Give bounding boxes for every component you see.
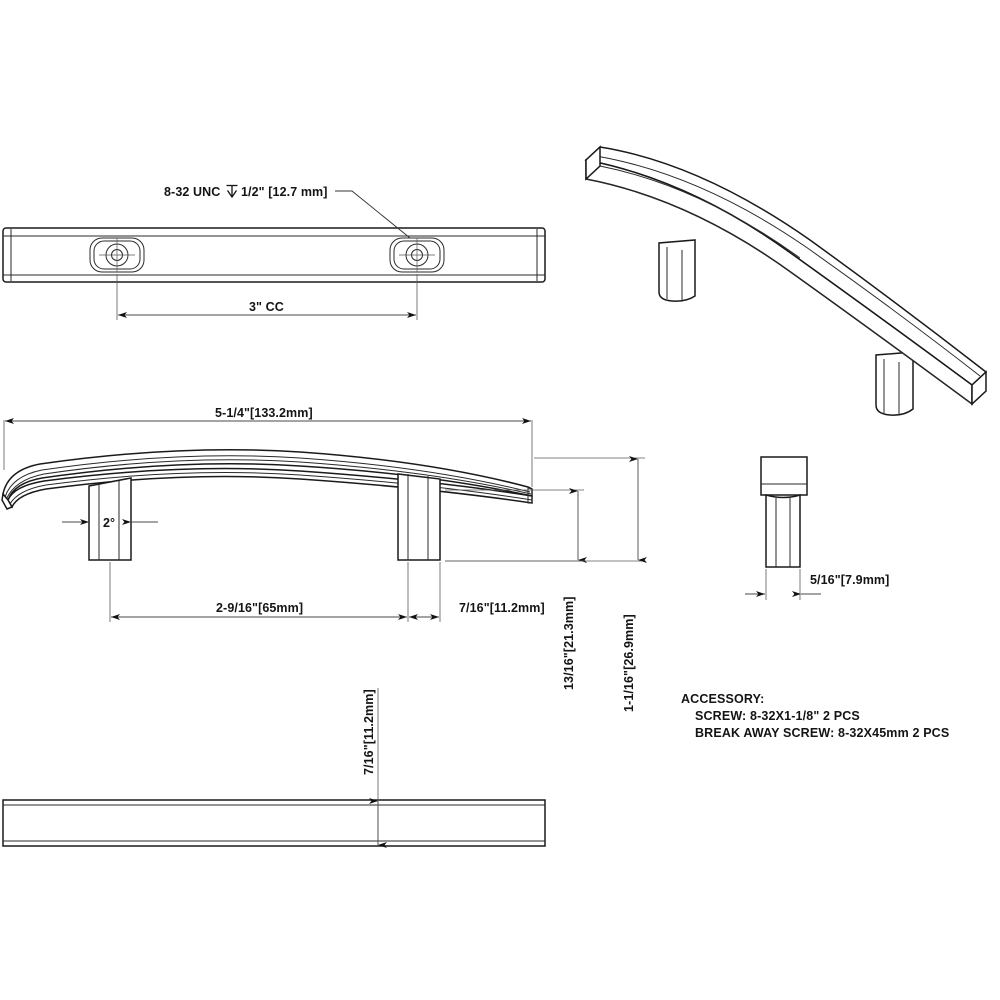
dim-overall-length: 5-1/4"[133.2mm] (3, 406, 533, 487)
top-view-mounting-hole-left (89, 237, 145, 273)
thread-callout: 8-32 UNC 1/2" [12.7 mm] (164, 184, 328, 199)
isometric-view (584, 145, 988, 416)
iso-bar-body (584, 145, 988, 406)
top-view-bar-outline (2, 227, 546, 283)
dim-label-post-cc: 2-9/16"[65mm] (216, 601, 303, 615)
front-view-post-right (397, 473, 441, 561)
accessory-heading: ACCESSORY: (681, 692, 764, 706)
dim-label-post-height: 13/16"[21.3mm] (562, 597, 576, 691)
accessory-notes: ACCESSORY: SCREW: 8-32X1-1/8" 2 PCS BREA… (681, 692, 949, 740)
dim-label-cc: 3" CC (249, 300, 284, 314)
front-view-arched-bar (1, 448, 533, 510)
accessory-line-2: BREAK AWAY SCREW: 8-32X45mm 2 PCS (695, 726, 949, 740)
bottom-view-bar (2, 799, 546, 847)
dim-label-overall-length: 5-1/4"[133.2mm] (215, 406, 313, 420)
dim-label-draft-angle: 2° (103, 516, 115, 530)
top-view: 8-32 UNC 1/2" [12.7 mm] 3" CC (2, 184, 546, 320)
thread-callout-suffix: 1/2" [12.7 mm] (241, 185, 328, 199)
dim-label-post-diameter: 5/16"[7.9mm] (810, 573, 889, 587)
bottom-view: 7/16"[11.2mm] (2, 688, 546, 848)
dim-draft-angle: 2° (62, 516, 158, 530)
side-detail-view: 5/16"[7.9mm] (745, 456, 889, 600)
thread-callout-leader (335, 190, 411, 239)
dim-label-post-width: 7/16"[11.2mm] (459, 601, 545, 615)
dim-center-to-center-top: 3" CC (116, 274, 418, 320)
dim-label-bar-depth: 7/16"[11.2mm] (362, 689, 376, 775)
dim-post-diameter: 5/16"[7.9mm] (745, 569, 889, 600)
dim-label-overall-height: 1-1/16"[26.9mm] (622, 614, 636, 712)
dim-bar-depth: 7/16"[11.2mm] (362, 688, 387, 848)
depth-symbol-icon (226, 184, 238, 199)
front-view: 5-1/4"[133.2mm] (1, 406, 647, 712)
accessory-line-1: SCREW: 8-32X1-1/8" 2 PCS (695, 709, 860, 723)
side-view-bar-block (760, 456, 808, 496)
iso-post-left (658, 239, 696, 302)
iso-post-right (875, 351, 914, 416)
dim-post-spacing: 2-9/16"[65mm] 7/16"[11.2mm] (109, 562, 545, 622)
side-view-post (765, 493, 801, 568)
thread-callout-prefix: 8-32 UNC (164, 185, 220, 199)
front-view-post-left (88, 477, 132, 561)
top-view-mounting-hole-right (389, 237, 445, 273)
dim-overall-height: 1-1/16"[26.9mm] (445, 456, 647, 712)
